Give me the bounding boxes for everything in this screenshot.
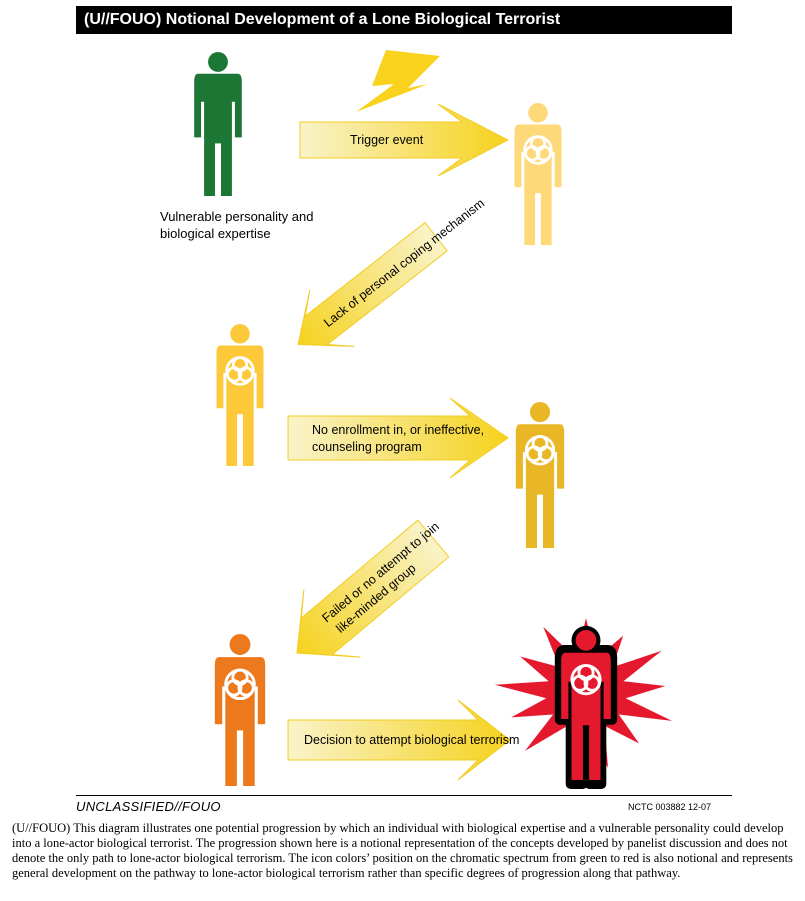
- figure-head: [229, 634, 251, 655]
- page-title: (U//FOUO) Notional Development of a Lone…: [76, 6, 732, 34]
- arrow-coping-mechanism: Lack of personal coping mechanism: [297, 196, 487, 347]
- figure-head: [575, 630, 597, 651]
- classification-marking: UNCLASSIFIED//FOUO: [76, 799, 221, 814]
- arrow-label-counseling-2: counseling program: [312, 440, 422, 454]
- arrow-label-decision: Decision to attempt biological terrorism: [304, 733, 519, 747]
- arrow-label-trigger: Trigger event: [350, 133, 424, 147]
- figure-orange: [214, 634, 266, 786]
- arrow-label-coping: Lack of personal coping mechanism: [321, 196, 487, 330]
- caption-line-2: biological expertise: [160, 226, 271, 241]
- figure-body: [515, 424, 565, 548]
- arrow-decision-terrorism: Decision to attempt biological terrorism: [287, 699, 519, 781]
- document-id: NCTC 003882 12-07: [628, 802, 712, 812]
- figure-body: [214, 657, 266, 786]
- figure-head: [528, 103, 548, 123]
- figure-head: [230, 324, 250, 344]
- description-paragraph: (U//FOUO) This diagram illustrates one p…: [12, 821, 793, 880]
- stage-caption: Vulnerable personality and biological ex…: [160, 208, 330, 242]
- figure-head: [208, 52, 228, 72]
- figure-body: [514, 124, 562, 245]
- figure-body: [194, 73, 242, 196]
- arrow-counseling-program: No enrollment in, or ineffective, counse…: [287, 397, 509, 479]
- arrow-label-counseling-1: No enrollment in, or ineffective,: [312, 423, 484, 437]
- figure-head: [529, 402, 551, 423]
- caption-line-1: Vulnerable personality and: [160, 209, 314, 224]
- figure-green: [194, 52, 242, 196]
- figure-body: [216, 345, 264, 466]
- arrow-like-minded-group: Failed or no attempt to join like-minded…: [296, 519, 450, 658]
- figure-yellow: [216, 324, 264, 466]
- arrow-trigger-event: Trigger event: [299, 103, 510, 177]
- figure-light-yellow: [514, 103, 562, 245]
- figure-gold: [515, 402, 565, 548]
- progression-diagram: Trigger event Lack of personal coping me…: [194, 50, 672, 789]
- lightning-bolt-icon: [356, 50, 440, 112]
- figure-red-terrorist: [554, 625, 618, 789]
- footer-divider: [76, 795, 732, 796]
